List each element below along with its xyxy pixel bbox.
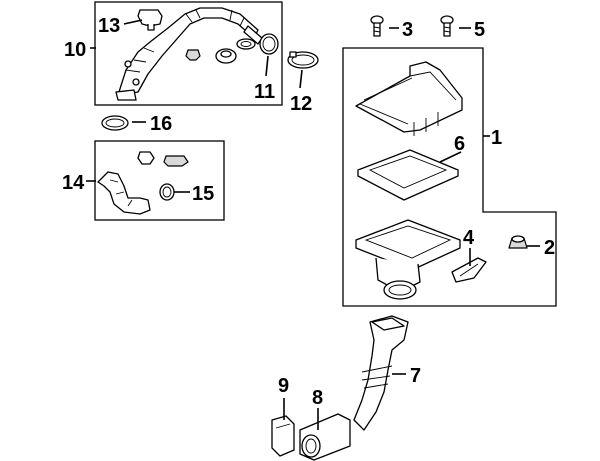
callout-12: 12 bbox=[290, 93, 312, 115]
callout-9: 9 bbox=[278, 375, 289, 397]
seal-9-part bbox=[271, 415, 295, 457]
hose-kit-part bbox=[97, 151, 189, 215]
clamp-11-part bbox=[259, 33, 279, 55]
clamp-16-part bbox=[101, 115, 129, 131]
grommet-2-part bbox=[508, 235, 528, 249]
callout-4: 4 bbox=[463, 227, 475, 249]
callout-7: 7 bbox=[410, 365, 421, 387]
adapter-8-part bbox=[299, 413, 351, 461]
callout-labels: 10 13 11 12 16 14 15 3 5 1 6 4 2 7 8 9 bbox=[62, 15, 555, 409]
callout-6: 6 bbox=[454, 133, 465, 155]
callout-14: 14 bbox=[62, 172, 85, 194]
callout-8: 8 bbox=[312, 387, 323, 409]
clamp-12-part bbox=[287, 51, 319, 69]
inlet-duct-part bbox=[353, 315, 409, 431]
callout-1: 1 bbox=[491, 127, 502, 149]
callout-13: 13 bbox=[98, 15, 120, 37]
callout-5: 5 bbox=[474, 19, 485, 41]
sensor-part bbox=[137, 9, 163, 31]
air-filter-part bbox=[357, 149, 459, 201]
callout-11: 11 bbox=[254, 81, 275, 103]
group-box-intake-duct bbox=[94, 1, 283, 106]
bolt-3-part bbox=[370, 15, 384, 37]
leader-lines bbox=[86, 19, 540, 430]
small-grommets bbox=[185, 38, 256, 64]
air-cleaner-lower-part bbox=[355, 219, 461, 300]
bolt-5-part bbox=[440, 15, 454, 37]
callout-10: 10 bbox=[64, 39, 86, 61]
callout-16: 16 bbox=[150, 113, 172, 135]
callout-3: 3 bbox=[402, 19, 413, 41]
callout-2: 2 bbox=[544, 237, 555, 259]
bracket-4-part bbox=[451, 257, 487, 283]
intake-duct-part bbox=[115, 7, 263, 101]
group-box-air-cleaner bbox=[342, 47, 557, 307]
callout-15: 15 bbox=[192, 183, 214, 205]
air-cleaner-cover-part bbox=[355, 61, 463, 136]
